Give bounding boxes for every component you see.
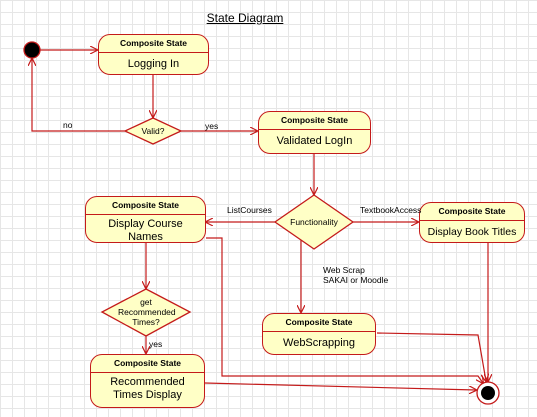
valid-decision-diamond [123,117,183,145]
state-divider [259,129,370,130]
state-name: WebScrapping [283,337,355,349]
state-logging-in: Composite State Logging In [98,34,209,75]
transition-label-web-scrap-target: SAKAI or Moodle [323,275,389,285]
functionality-decision-diamond [273,194,355,250]
recommended-decision-label: get Recommended Times? [118,297,176,327]
state-name: Recommended Times Display [110,376,185,401]
transition-valid-no [32,59,125,132]
state-header: Composite State [119,38,188,48]
transition-label-yes-valid: yes [205,121,219,131]
state-header: Composite State [111,200,180,210]
valid-decision-label: Valid? [141,126,165,136]
transition-label-textbook-access: TextbookAccess [360,205,422,215]
transition-recommended-to-final [204,382,476,390]
state-name: Display Book Titles [427,226,517,238]
state-display-book-titles: Composite State Display Book Titles [419,202,525,243]
state-name: Display Course Names [108,218,183,243]
state-webscrapping: Composite State WebScrapping [262,313,376,355]
state-recommended-times: Composite State Recommended Times Displa… [90,354,205,408]
transition-course-names-to-final [206,237,483,383]
state-divider [86,214,205,215]
transition-label-list-courses: ListCourses [227,205,272,215]
state-name: Validated LogIn [276,135,353,147]
state-header: Composite State [113,358,182,368]
state-divider [263,331,375,332]
state-divider [99,52,208,53]
transition-label-yes-recommended: yes [149,339,163,349]
state-header: Composite State [285,317,353,327]
transition-label-no: no [63,120,73,130]
transition-webscrapping-to-final [376,332,486,381]
state-name: Logging In [127,58,180,70]
diagram-title: State Diagram [206,11,284,25]
final-node [476,381,500,405]
state-divider [91,372,204,373]
state-header: Composite State [438,206,506,216]
state-divider [420,220,524,221]
state-display-course-names: Composite State Display Course Names [85,196,206,243]
initial-node [23,41,41,59]
transition-label-web-scrap: Web Scrap [323,265,365,275]
state-validated-login: Composite State Validated LogIn [258,111,371,154]
functionality-decision-label: Functionality [290,217,338,227]
state-header: Composite State [280,115,349,125]
